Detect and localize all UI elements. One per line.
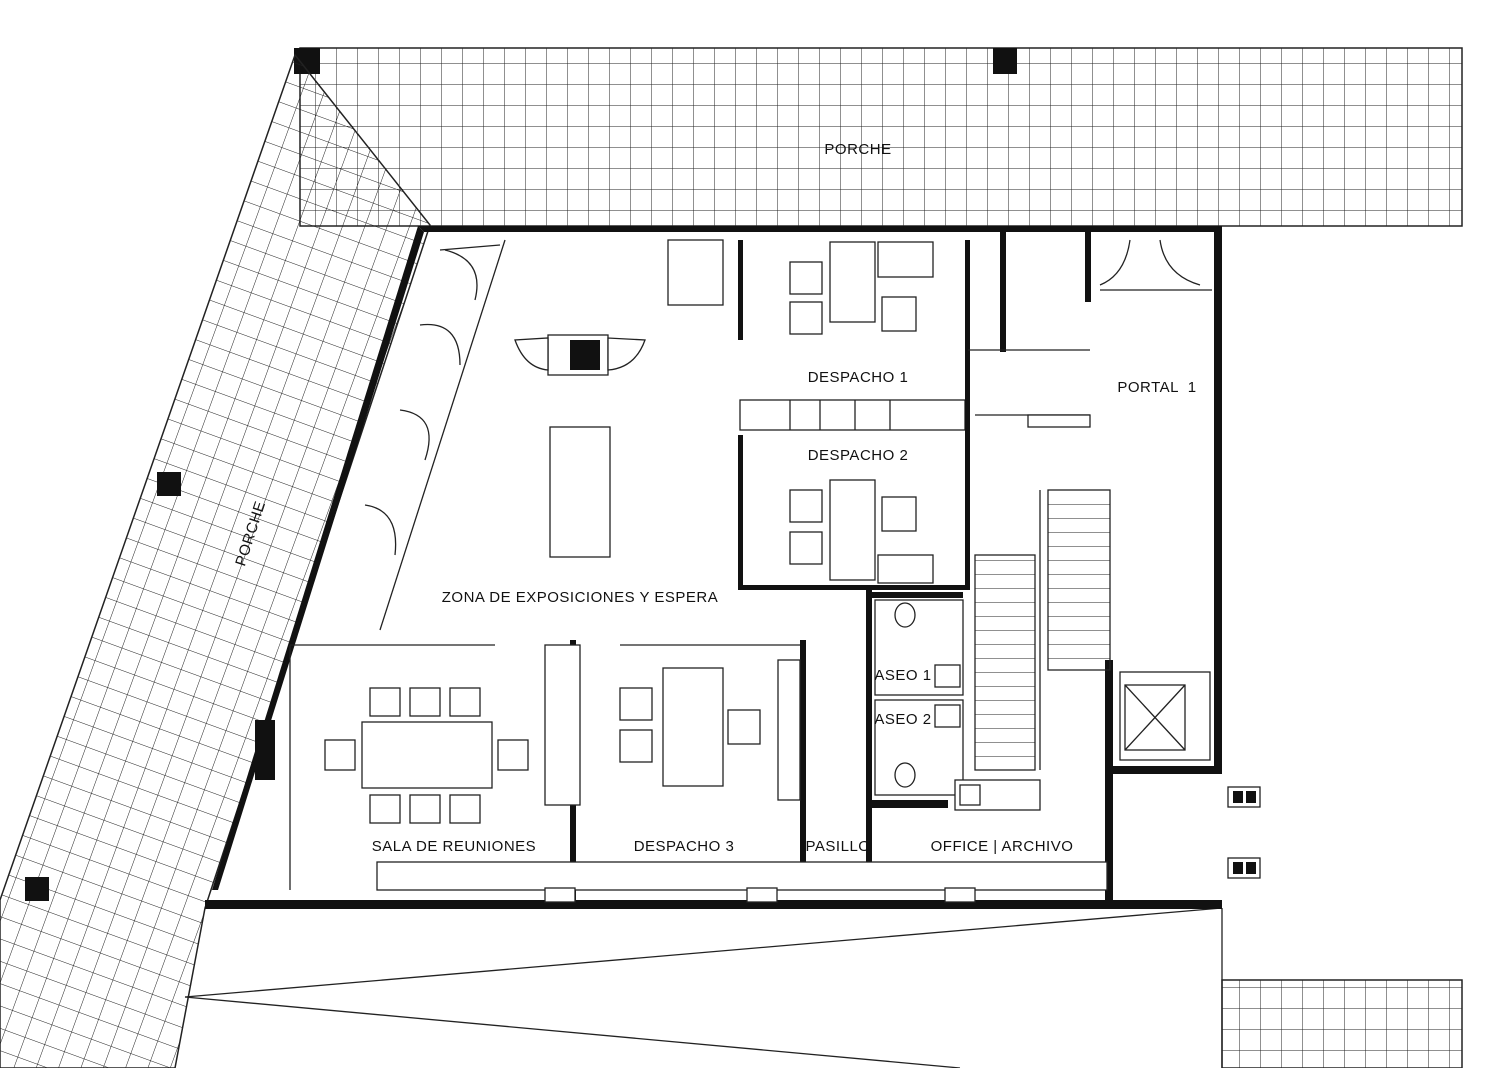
elevator	[1119, 671, 1211, 761]
despacho2-furniture	[789, 479, 934, 584]
label-despacho-2: DESPACHO 2	[808, 447, 909, 464]
meeting-table	[324, 687, 529, 824]
window-doors	[364, 239, 506, 631]
label-portal: PORTAL 1	[1117, 379, 1196, 396]
label-sala-reuniones: SALA DE REUNIONES	[372, 838, 536, 855]
label-despacho-3: DESPACHO 3	[634, 838, 735, 855]
label-despacho-1: DESPACHO 1	[808, 369, 909, 386]
porch-left	[0, 53, 431, 1068]
label-zona: ZONA DE EXPOSICIONES Y ESPERA	[442, 589, 719, 606]
bottom-band	[376, 861, 1108, 903]
label-aseo-1: ASEO 1	[874, 667, 931, 684]
label-pasillo: PASILLO	[806, 838, 871, 855]
ground-lines	[184, 907, 1223, 1068]
interior-walls	[255, 232, 1091, 905]
porch-bottom-right	[1221, 979, 1463, 1068]
office-counter	[954, 779, 1041, 811]
label-porche-top: PORCHE	[824, 141, 891, 158]
despacho3-furniture	[544, 644, 801, 806]
toilets	[874, 599, 964, 796]
exhibition-furniture	[514, 239, 724, 558]
despacho1-furniture	[789, 241, 934, 335]
outside-fixtures	[1227, 786, 1261, 879]
porch-top	[294, 47, 1463, 227]
portal-doors	[1099, 239, 1212, 291]
label-office-archivo: OFFICE | ARCHIVO	[931, 838, 1074, 855]
label-aseo-2: ASEO 2	[874, 711, 931, 728]
staircase	[974, 489, 1111, 771]
